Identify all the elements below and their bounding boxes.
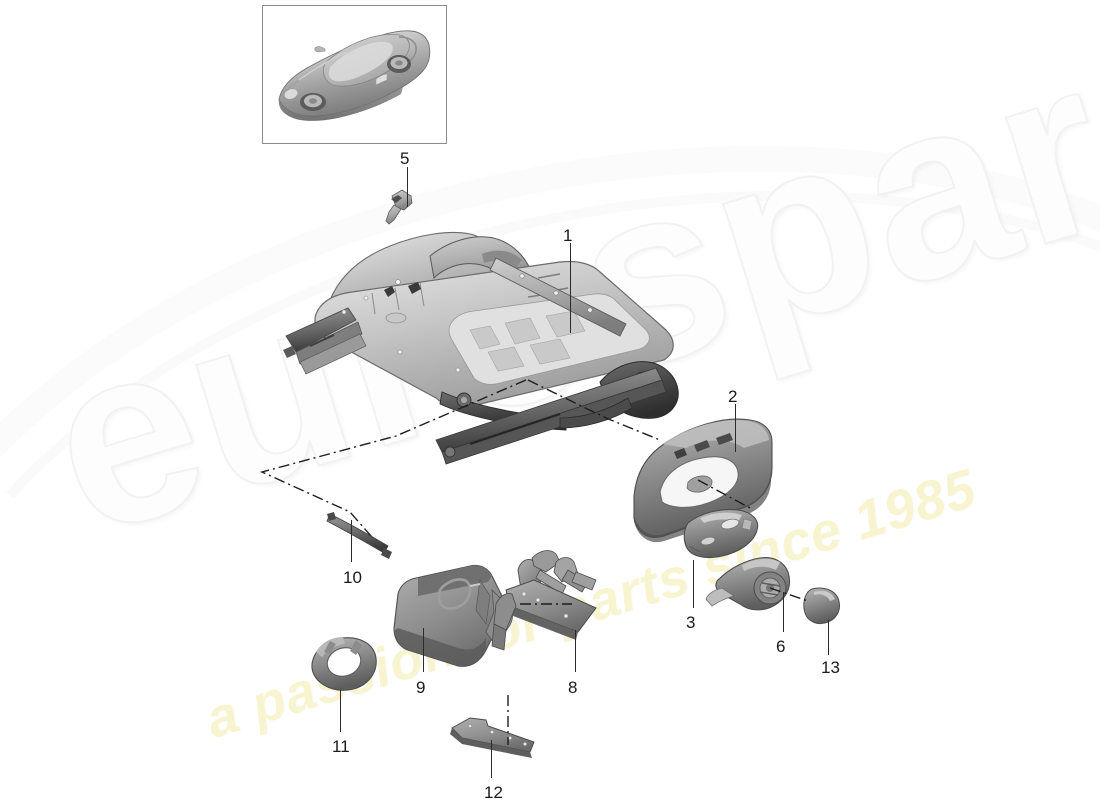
callout-number-3[interactable]: 3 (686, 613, 696, 632)
assembly-line-frame-right (527, 379, 661, 441)
callout-number-8[interactable]: 8 (568, 678, 578, 697)
part-11-bearing-bush-artwork (311, 637, 377, 691)
vehicle-thumbnail-image (278, 30, 431, 121)
callout-leader-8 (575, 630, 576, 672)
callout-leader-13 (828, 620, 829, 655)
callout-leader-11 (340, 690, 341, 732)
assembly-line-lever-to-cap (769, 587, 809, 602)
callout-number-5[interactable]: 5 (400, 149, 410, 168)
callout-number-9[interactable]: 9 (416, 678, 426, 697)
callout-leader-6 (783, 592, 784, 632)
part-9-inner-panel-artwork (393, 564, 513, 667)
callout-leader-5 (407, 167, 408, 207)
part-8-mounting-bracket-artwork (491, 550, 597, 651)
callout-number-2[interactable]: 2 (728, 387, 738, 406)
callout-number-6[interactable]: 6 (776, 637, 786, 656)
part-5-screw-artwork (385, 189, 413, 225)
part-12-reinforcement-plate-artwork (450, 717, 535, 758)
callout-number-11[interactable]: 11 (332, 737, 350, 756)
callout-leader-12 (491, 740, 492, 778)
callout-number-1[interactable]: 1 (563, 226, 573, 245)
callout-leader-3 (693, 560, 694, 608)
part-1-seat-frame-artwork (283, 232, 679, 465)
assembly-line-trim-to-switch (697, 479, 751, 509)
part-13-cover-cap-artwork (803, 587, 841, 625)
part-6-release-lever-artwork (705, 557, 791, 611)
callout-leader-10 (351, 520, 352, 562)
part-2-outer-trim-artwork (633, 418, 773, 543)
assembly-line-frame-to-rod (259, 379, 527, 561)
vehicle-thumbnail-box (262, 5, 447, 144)
callout-leader-1 (570, 243, 571, 333)
part-3-switch-artwork (683, 509, 759, 559)
callout-leader-9 (423, 628, 424, 672)
callout-number-12[interactable]: 12 (484, 783, 503, 800)
callout-leader-2 (735, 404, 736, 452)
callout-number-13[interactable]: 13 (821, 658, 840, 677)
callout-number-10[interactable]: 10 (343, 568, 362, 587)
part-10-connecting-rod-artwork (326, 512, 392, 559)
